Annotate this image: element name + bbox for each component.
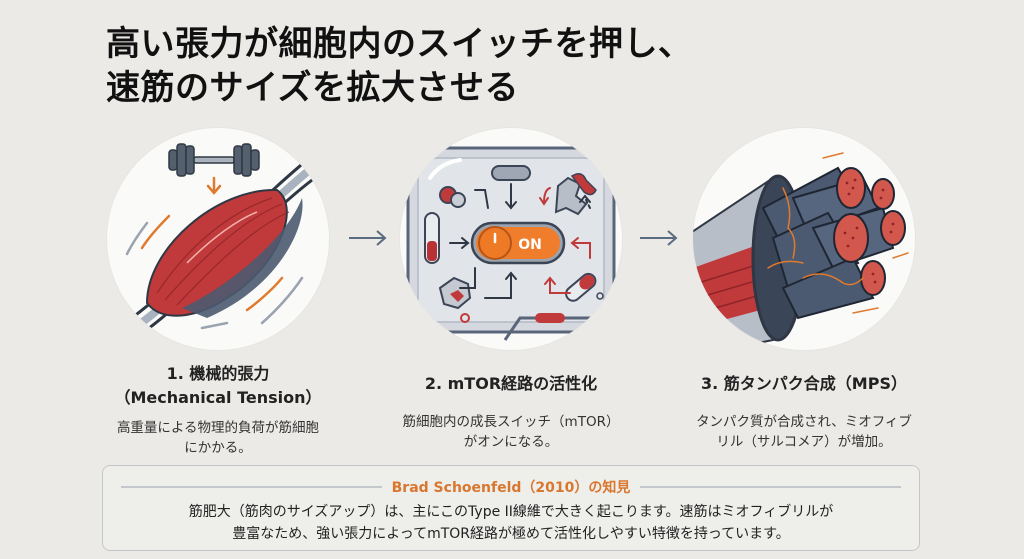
finding-line-2: 豊富なため、強い張力によってmTOR経路が極めて活性化しやすい特徴を持っています…: [232, 526, 790, 542]
myofibril-bundle-icon: [693, 152, 909, 350]
page-title-line-2: 速筋のサイズを拡大させる: [106, 68, 519, 108]
step-protein-synthesis: 3. 筋タンパク合成（MPS） タンパク質が合成され、ミオフィブ リル（サルコメ…: [669, 372, 939, 452]
finding-header: Brad Schoenfeld（2010）の知見: [121, 476, 901, 498]
mechanical-tension-illustration: [107, 128, 329, 350]
step-mtor-activation: 2. mTOR経路の活性化 筋細胞内の成長スイッチ（mTOR） がオンになる。: [376, 372, 646, 452]
step-description-line: 筋細胞内の成長スイッチ（mTOR）: [402, 414, 620, 430]
step-title: 1. 機械的張力: [166, 364, 270, 383]
step-description: 高重量による物理的負荷が筋細胞 にかかる。: [83, 418, 353, 458]
step-description: タンパク質が合成され、ミオフィブ リル（サルコメア）が増加。: [669, 412, 939, 452]
step-description-line: にかかる。: [184, 440, 252, 456]
muscle-dumbbell-icon: [116, 143, 329, 345]
step-description-line: タンパク質が合成され、ミオフィブ: [696, 414, 912, 430]
step-title: 3. 筋タンパク合成（MPS）: [701, 374, 907, 393]
research-finding-box: Brad Schoenfeld（2010）の知見 筋肥大（筋肉のサイズアップ）は…: [102, 465, 920, 551]
divider: [121, 486, 382, 488]
step-description: 筋細胞内の成長スイッチ（mTOR） がオンになる。: [376, 412, 646, 452]
mtor-activation-illustration: ON: [400, 128, 622, 350]
step-subtitle: （Mechanical Tension）: [114, 388, 322, 407]
step-title: 2. mTOR経路の活性化: [424, 374, 598, 393]
step-description-line: がオンになる。: [463, 434, 559, 450]
finding-body: 筋肥大（筋肉のサイズアップ）は、主にこのType II線維で大きく起こります。速…: [103, 501, 919, 545]
finding-line-1: 筋肥大（筋肉のサイズアップ）は、主にこのType II線維で大きく起こります。速…: [188, 504, 834, 520]
dumbbell-icon: [168, 143, 260, 177]
cell-panel-icon: ON: [406, 146, 616, 341]
flow-arrow-icon: [349, 230, 387, 246]
divider: [640, 486, 901, 488]
finding-title: Brad Schoenfeld（2010）の知見: [391, 480, 631, 496]
page-title: 高い張力が細胞内のスイッチを押し、 速筋のサイズを拡大させる: [106, 22, 693, 110]
step-mechanical-tension: 1. 機械的張力 （Mechanical Tension） 高重量による物理的負…: [83, 362, 353, 458]
flow-arrow-icon: [640, 230, 678, 246]
protein-synthesis-illustration: [693, 128, 915, 350]
on-switch: ON: [470, 221, 566, 265]
down-arrow-icon: [206, 176, 222, 195]
page-title-line-1: 高い張力が細胞内のスイッチを押し、: [106, 24, 693, 64]
step-description-line: リル（サルコメア）が増加。: [716, 434, 892, 450]
switch-label: ON: [518, 237, 542, 253]
step-description-line: 高重量による物理的負荷が筋細胞: [116, 420, 320, 436]
